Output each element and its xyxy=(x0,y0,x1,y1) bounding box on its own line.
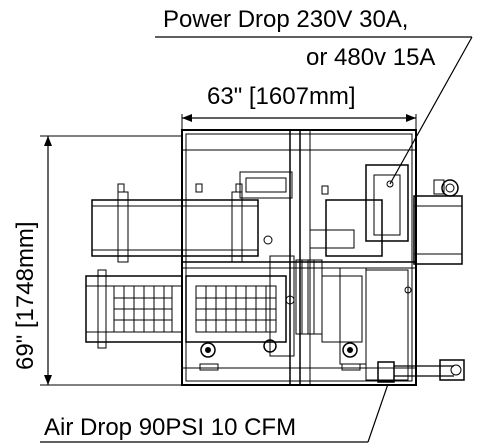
air-drop-leader xyxy=(40,383,389,443)
height-dimension-label: 69" [1748mm] xyxy=(12,221,39,370)
height-dimension-line xyxy=(40,135,182,386)
lower-feed-left xyxy=(85,269,183,349)
width-dimension-line xyxy=(181,114,417,150)
air-drop-arm xyxy=(377,359,465,383)
casters xyxy=(199,339,361,371)
top-fittings xyxy=(117,183,329,305)
power-drop-label-line1: Power Drop 230V 30A, xyxy=(163,6,409,33)
width-dimension-label: 63" [1607mm] xyxy=(207,83,356,110)
machine-frame xyxy=(181,129,417,386)
air-drop-label: Air Drop 90PSI 10 CFM xyxy=(44,414,297,441)
lower-feed-center xyxy=(185,255,323,357)
power-drop-leader xyxy=(155,36,473,185)
right-side-unit xyxy=(365,164,463,265)
power-drop-label-line2: or 480v 15A xyxy=(306,44,436,71)
upper-conveyor xyxy=(91,171,383,263)
lower-feed-right xyxy=(321,267,412,381)
